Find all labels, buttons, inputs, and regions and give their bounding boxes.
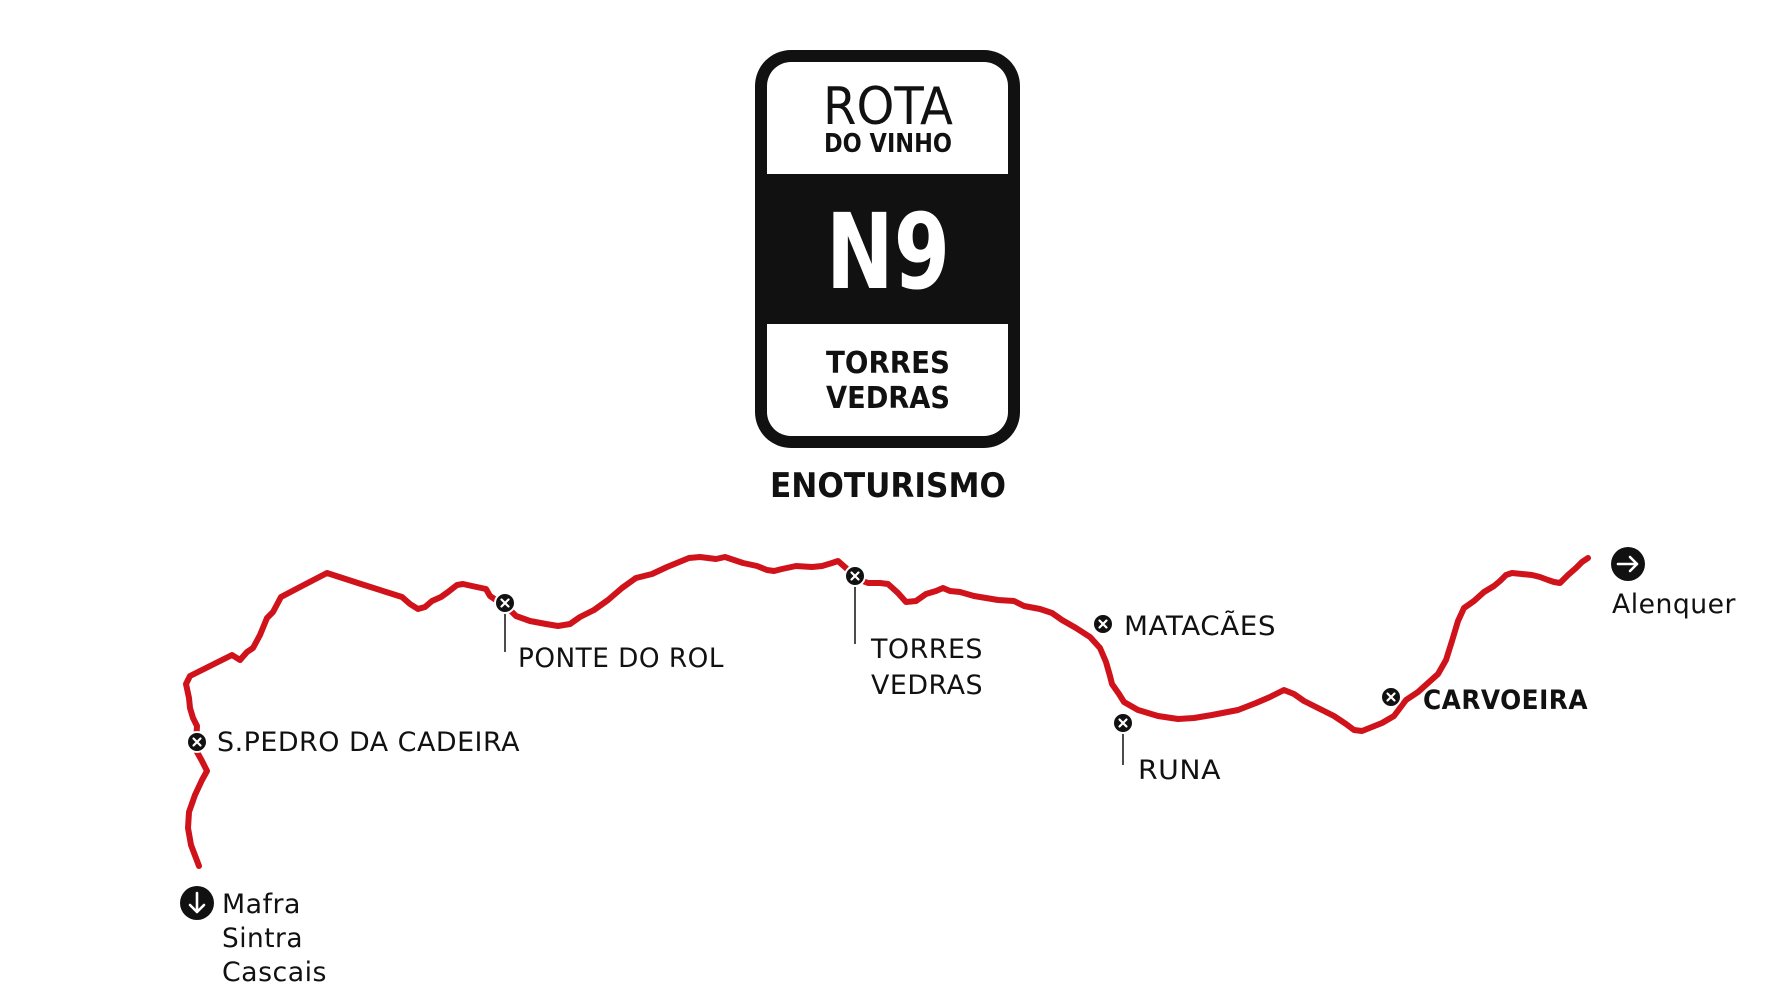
stop-marker-carvoeira[interactable] <box>1380 686 1402 708</box>
destination-south-line3: Cascais <box>222 957 327 988</box>
sign-route-number: N9 <box>826 191 950 313</box>
stop-label-carvoeira: CARVOEIRA <box>1423 685 1588 716</box>
destination-south-line2: Sintra <box>222 923 303 954</box>
sign-caption: ENOTURISMO <box>770 466 1006 506</box>
sign-bottom-panel-fill <box>767 324 1008 378</box>
stop-marker-matacaes[interactable] <box>1092 613 1114 635</box>
destination-south[interactable]: Mafra Sintra Cascais <box>180 886 327 988</box>
stop-marker-torres-vedras[interactable] <box>844 565 866 587</box>
stop-label-ponte-do-rol: PONTE DO ROL <box>518 643 724 674</box>
stop-marker-s-pedro[interactable] <box>186 731 208 753</box>
stop-label-matacaes: MATACÃES <box>1124 610 1276 642</box>
stop-marker-runa[interactable] <box>1112 712 1134 734</box>
arrow-right-icon <box>1611 547 1645 581</box>
destination-east[interactable]: Alenquer <box>1611 547 1736 620</box>
route-sign: ROTA DO VINHO N9 TORRES VEDRAS <box>755 50 1020 448</box>
stop-marker-ponte-do-rol[interactable] <box>494 592 516 614</box>
route-line <box>183 554 1591 869</box>
sign-title: ROTA <box>823 77 953 137</box>
stop-label-runa: RUNA <box>1138 755 1221 786</box>
stop-label-torres-vedras-1: TORRES <box>870 634 983 665</box>
destination-east-label: Alenquer <box>1612 589 1736 620</box>
sign-region-line1: TORRES <box>826 346 950 381</box>
destination-south-line1: Mafra <box>222 889 301 920</box>
stop-label-torres-vedras-2: VEDRAS <box>871 670 983 701</box>
sign-subtitle: DO VINHO <box>824 129 952 159</box>
sign-top-panel-fill <box>767 120 1008 174</box>
arrow-down-icon <box>180 886 214 920</box>
stop-label-s-pedro: S.PEDRO DA CADEIRA <box>217 727 520 758</box>
sign-region-line2: VEDRAS <box>826 381 950 416</box>
